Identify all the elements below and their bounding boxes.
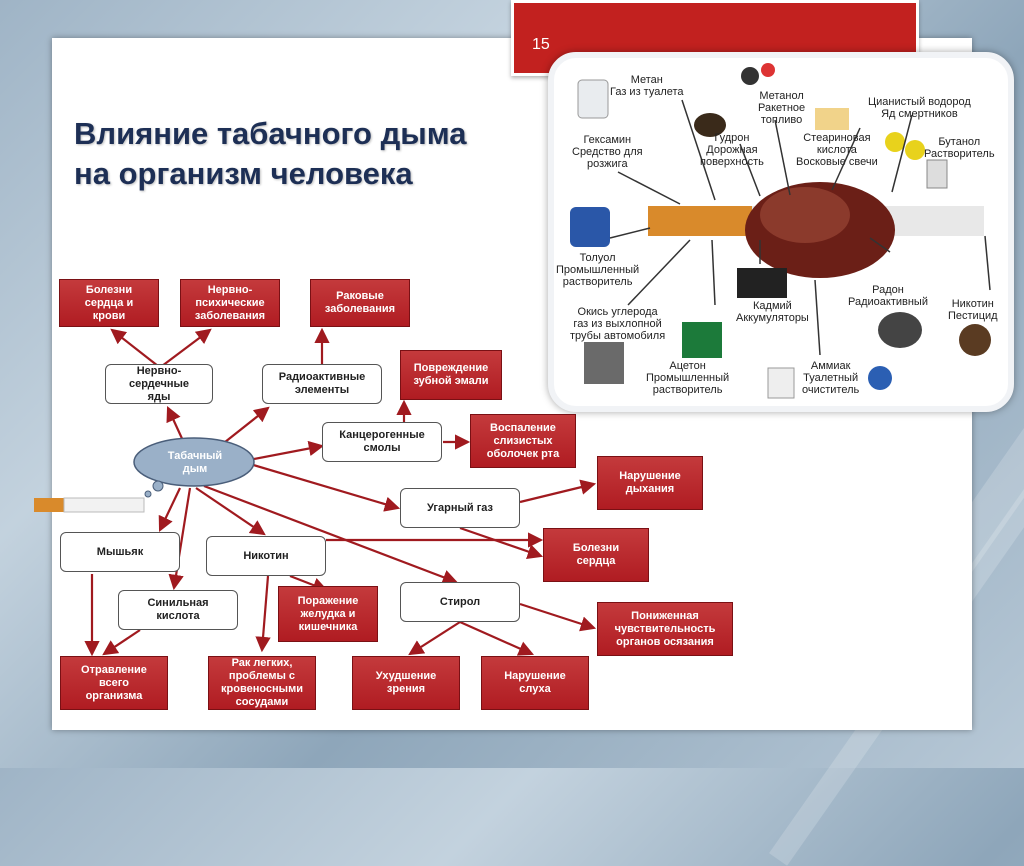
ammonia-molecule-icon bbox=[868, 366, 892, 390]
node-carbon-monoxide: Угарный газ bbox=[400, 488, 520, 528]
node-styrene: Стирол bbox=[400, 582, 520, 622]
cloud-bubble-small bbox=[144, 490, 152, 498]
toilet-icon-2 bbox=[767, 367, 795, 399]
page-title: Влияние табачного дыма на организм челов… bbox=[74, 114, 467, 194]
pesticide-icon bbox=[959, 324, 991, 356]
node-nicotine: Никотин bbox=[206, 536, 326, 576]
molecule-atom-icon bbox=[761, 63, 775, 77]
cigarette-filter bbox=[648, 206, 752, 236]
stearin-icon bbox=[815, 108, 849, 130]
small-cigarette-filter bbox=[34, 498, 64, 512]
methanol-molecule-icon bbox=[741, 67, 759, 85]
small-cigarette bbox=[63, 497, 145, 513]
title-line-1: Влияние табачного дыма bbox=[74, 116, 467, 151]
title-line-2: на организм человека bbox=[74, 156, 413, 191]
battery-icon bbox=[737, 268, 787, 298]
diagram-arrows bbox=[34, 327, 597, 657]
toilet-icon bbox=[577, 79, 609, 119]
illustration-graphics bbox=[570, 63, 991, 399]
exhaust-pipe-icon bbox=[584, 342, 624, 384]
lung-highlight bbox=[760, 187, 850, 243]
toluene-barrel-icon bbox=[570, 207, 610, 247]
node-arsenic: Мышьяк bbox=[60, 532, 180, 572]
tar-icon bbox=[694, 113, 726, 137]
radon-smoke-icon bbox=[878, 312, 922, 348]
cyanide-can-icon-2 bbox=[905, 140, 925, 160]
slide-number: 15 bbox=[532, 36, 550, 53]
acetone-bottles-icon bbox=[682, 322, 722, 358]
cyanide-can-icon bbox=[885, 132, 905, 152]
butanol-bottle-icon bbox=[926, 159, 948, 189]
cloud-bubble bbox=[152, 480, 164, 492]
smoke-cloud-shape bbox=[133, 437, 255, 487]
